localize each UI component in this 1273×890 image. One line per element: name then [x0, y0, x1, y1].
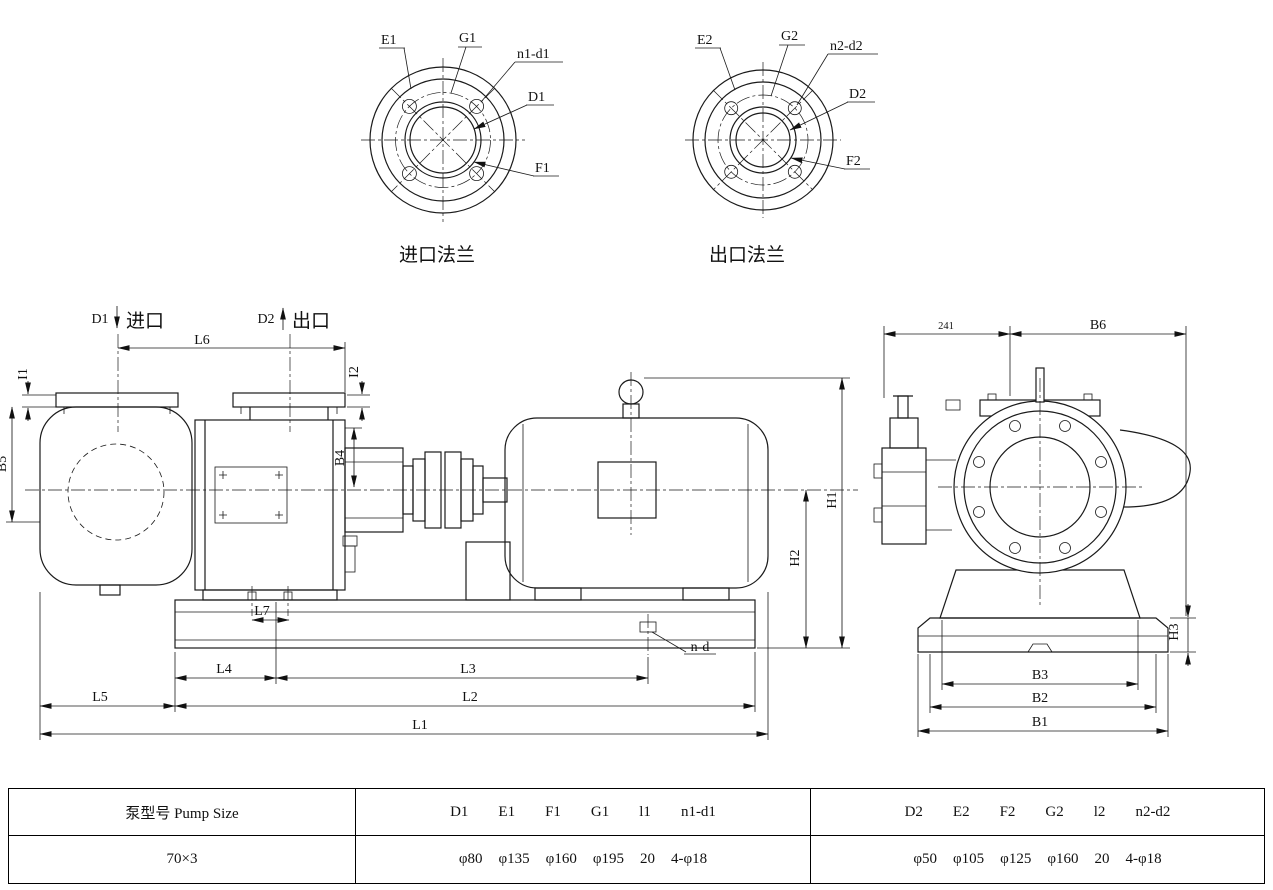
outlet-flange-caption: 出口法兰: [709, 244, 785, 266]
dim-label-B6: B6: [1090, 318, 1106, 333]
val-D2: φ50: [913, 851, 937, 867]
inlet-flange-plate: [55, 392, 179, 408]
dim-label-L3: L3: [460, 662, 476, 677]
dim-label-G2: G2: [781, 29, 798, 44]
end-casing-bolts: [973, 420, 1107, 554]
col-D1: D1: [450, 803, 469, 820]
col-E2: E2: [952, 803, 970, 820]
outlet-flange-plate: [232, 392, 346, 408]
motor-foot-front: [534, 587, 582, 601]
dim-label-L6: L6: [194, 333, 210, 348]
motor-body: [504, 417, 769, 589]
pump-casing-mid: [194, 419, 346, 591]
dim-label-F2: F2: [846, 154, 861, 169]
inlet-port-code: D1: [91, 312, 108, 327]
col-F1: F1: [545, 803, 561, 820]
dim-label-L5: L5: [92, 690, 108, 705]
table-header-pump-size: 泵型号 Pump Size: [9, 789, 356, 836]
val-F1: φ160: [545, 851, 577, 867]
dim-label-B1: B1: [1032, 715, 1048, 730]
lifting-eye: [618, 379, 644, 405]
dim-label-E2: E2: [697, 33, 713, 48]
dim-label-B5: B5: [0, 456, 10, 472]
col-F2: F2: [999, 803, 1016, 820]
val-G1: φ195: [592, 851, 625, 867]
col-n2-d2: n2-d2: [1135, 803, 1171, 820]
val-n1-d1: 4-φ18: [671, 851, 708, 867]
dim-label-L1: L1: [412, 718, 428, 733]
inlet-flange-bolt-holes: [401, 99, 485, 182]
outlet-flange-view: E2 G2 n2-d2 D2 F2 出口法兰: [685, 29, 878, 266]
dim-label-E1: E1: [381, 33, 397, 48]
dim-label-D2: D2: [849, 87, 866, 102]
outlet-port-code: D2: [257, 312, 274, 327]
val-E2: φ105: [953, 851, 985, 867]
dim-label-n2-d2: n2-d2: [830, 39, 863, 54]
dim-label-H1: H1: [825, 491, 840, 508]
table-cell-pump-size-value: 70×3: [9, 836, 356, 883]
dim-label-H2: H2: [788, 549, 803, 566]
inlet-port-text: 进口: [126, 310, 164, 332]
col-E1: E1: [498, 803, 516, 820]
dim-label-L4: L4: [216, 662, 232, 677]
val-E1: φ135: [498, 851, 530, 867]
dim-label-L7: L7: [254, 604, 270, 619]
val-D1: φ80: [458, 851, 483, 867]
pump-end-view: 241 B6 H3 B3 B2 B1: [873, 318, 1196, 737]
col-G2: G2: [1045, 803, 1064, 820]
dim-label-H3: H3: [1167, 623, 1182, 640]
col-n1-d1: n1-d1: [680, 803, 716, 820]
table-cell-inlet-values: φ80 φ135 φ160 φ195 20 4-φ18: [356, 836, 811, 883]
col-D2: D2: [904, 803, 923, 820]
val-l1: 20: [640, 851, 656, 867]
col-G1: G1: [590, 803, 610, 820]
motor-foot-rear: [682, 587, 730, 601]
drain-plug: [99, 584, 121, 596]
table-header-outlet-flange: D2 E2 F2 G2 l2 n2-d2: [811, 789, 1264, 836]
inlet-flange-view: E1 G1 n1-d1 D1 F1 进口法兰: [361, 31, 563, 266]
pump-drawing-svg: E1 G1 n1-d1 D1 F1 进口法兰 E2 G2: [0, 29, 1196, 740]
pump-side-view: D1 进口 D2 出口: [0, 306, 858, 740]
pump-foot: [202, 589, 338, 601]
dim-label-I1: I1: [16, 368, 31, 380]
pump-size-value: 70×3: [166, 851, 198, 867]
motor-terminal-box: [597, 461, 657, 519]
val-n2-d2: 4-φ18: [1125, 851, 1162, 867]
baseplate: [174, 599, 756, 649]
dim-label-B3: B3: [1032, 668, 1048, 683]
val-F2: φ125: [1000, 851, 1032, 867]
val-G2: φ160: [1047, 851, 1079, 867]
dim-label-I2: I2: [347, 366, 362, 378]
val-l2: 20: [1094, 851, 1110, 867]
support-pedestal: [465, 541, 511, 601]
end-baseplate: [917, 617, 1169, 653]
pump-nameplate: [214, 466, 288, 524]
col-l2: l2: [1093, 803, 1106, 820]
dim-label-F1: F1: [535, 161, 550, 176]
inlet-flange-caption: 进口法兰: [399, 244, 475, 266]
pump-casing-left: [39, 406, 193, 586]
table-cell-outlet-values: φ50 φ105 φ125 φ160 20 4-φ18: [811, 836, 1264, 883]
dim-label-B2: B2: [1032, 691, 1048, 706]
dim-label-241: 241: [938, 321, 954, 332]
col-l1: l1: [639, 803, 651, 820]
dim-label-D1: D1: [528, 90, 545, 105]
volute-bulge: [1119, 429, 1191, 508]
dim-label-n1-d1: n1-d1: [517, 47, 550, 62]
outlet-port-text: 出口: [292, 310, 330, 332]
dim-label-G1: G1: [459, 31, 476, 46]
table-header-inlet-flange: D1 E1 F1 G1 l1 n1-d1: [356, 789, 811, 836]
outlet-flange-bolt-holes: [724, 101, 802, 179]
gauge-valve-assembly: [873, 395, 956, 545]
pump-size-header-label: 泵型号 Pump Size: [125, 805, 239, 822]
dim-label-L2: L2: [462, 690, 478, 705]
dimension-table: 泵型号 Pump Size D1 E1 F1 G1 l1 n1-d1 D2 E2…: [8, 788, 1265, 884]
coupling: [402, 451, 508, 529]
dim-label-B4: B4: [333, 450, 348, 466]
dim-label-n-d: n-d: [691, 640, 710, 655]
